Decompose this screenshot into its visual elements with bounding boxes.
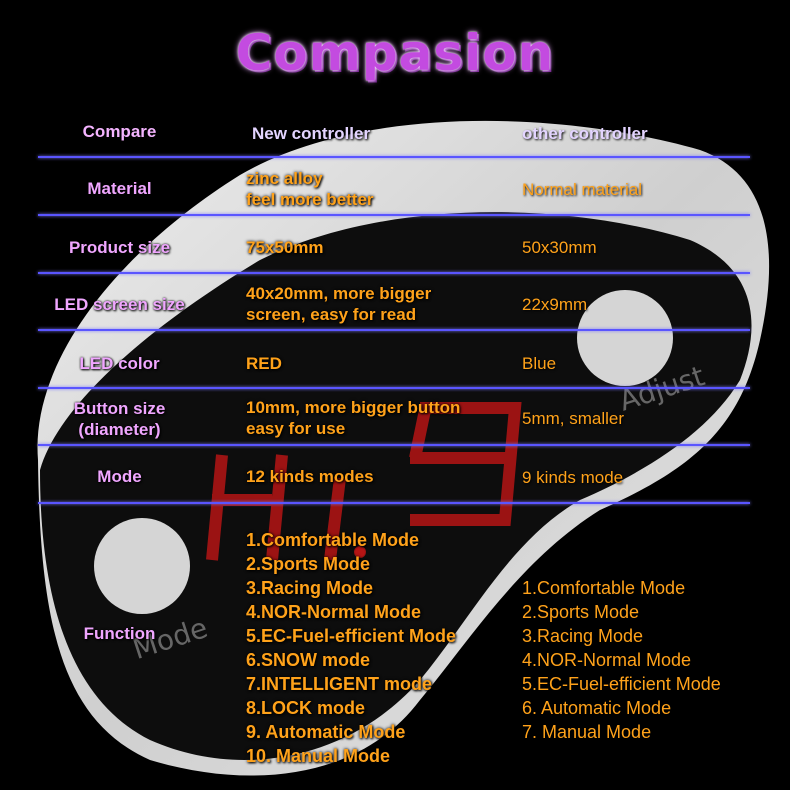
row-new-mode: 12 kinds modes (246, 467, 374, 486)
list-item: 2.Sports Mode (246, 554, 371, 574)
row-label-line: (diameter) (78, 420, 161, 439)
row-other-product-size: 50x30mm (522, 238, 597, 257)
header-other-controller: other controller (522, 124, 648, 143)
row-label-product-size: Product size (68, 238, 171, 257)
list-item: 6. Automatic Mode (522, 698, 672, 718)
row-new-product-size: 75x50mm (246, 238, 324, 257)
header-new-controller: New controller (252, 124, 371, 143)
page-title: Compasion (235, 24, 555, 82)
row-new-led-color: RED (246, 354, 282, 373)
list-item: 3.Racing Mode (246, 578, 374, 598)
function-other-list: 1.Comfortable Mode 2.Sports Mode 3.Racin… (522, 576, 721, 744)
list-item: 8.LOCK mode (246, 698, 366, 718)
list-item: 1.Comfortable Mode (522, 578, 686, 598)
row-new-line: 10mm, more bigger button (246, 398, 461, 417)
row-label-button-size: Button size (diameter) (32, 398, 207, 440)
list-item: 9. Automatic Mode (246, 722, 406, 742)
divider (38, 329, 750, 331)
row-new-material: zinc alloy feel more better (246, 168, 374, 210)
row-label-led-screen-size: LED screen size (54, 295, 185, 314)
row-label-line: Button size (73, 399, 166, 418)
list-item: 6.SNOW mode (246, 650, 371, 670)
row-new-line: feel more better (246, 190, 374, 209)
list-item: 10. Manual Mode (246, 746, 391, 766)
divider (38, 156, 750, 158)
row-new-line: screen, easy for read (246, 305, 417, 324)
list-item: 1.Comfortable Mode (246, 530, 420, 550)
row-new-line: easy for use (246, 419, 346, 438)
list-item: 5.EC-Fuel-efficient Mode (246, 626, 457, 646)
row-other-button-size: 5mm, smaller (522, 409, 625, 428)
row-label-material: Material (87, 179, 152, 198)
list-item: 2.Sports Mode (522, 602, 640, 622)
row-other-material: Normal material (522, 180, 642, 199)
row-other-led-color: Blue (522, 354, 557, 373)
row-label-mode: Mode (97, 467, 142, 486)
row-label-function: Function (83, 624, 156, 643)
row-new-button-size: 10mm, more bigger button easy for use (246, 397, 460, 439)
divider (38, 444, 750, 446)
row-label-led-color: LED color (79, 354, 160, 373)
list-item: 7. Manual Mode (522, 722, 652, 742)
adjust-button (577, 290, 673, 386)
mode-button (94, 518, 190, 614)
row-other-led-screen-size: 22x9mm (522, 295, 588, 314)
list-item: 4.NOR-Normal Mode (522, 650, 692, 670)
row-new-line: 40x20mm, more bigger (246, 284, 432, 303)
divider (38, 387, 750, 389)
list-item: 4.NOR-Normal Mode (246, 602, 422, 622)
divider (38, 214, 750, 216)
list-item: 5.EC-Fuel-efficient Mode (522, 674, 721, 694)
led-decimal (355, 547, 365, 557)
list-item: 7.INTELLIGENT mode (246, 674, 433, 694)
list-item: 3.Racing Mode (522, 626, 644, 646)
row-other-mode: 9 kinds mode (522, 468, 624, 487)
header-compare: Compare (82, 122, 157, 141)
divider (38, 272, 750, 274)
row-new-led-screen-size: 40x20mm, more bigger screen, easy for re… (246, 283, 431, 325)
function-new-list: 1.Comfortable Mode 2.Sports Mode 3.Racin… (246, 528, 456, 768)
row-new-line: zinc alloy (246, 169, 323, 188)
divider (38, 502, 750, 504)
controller-panel (40, 212, 752, 761)
